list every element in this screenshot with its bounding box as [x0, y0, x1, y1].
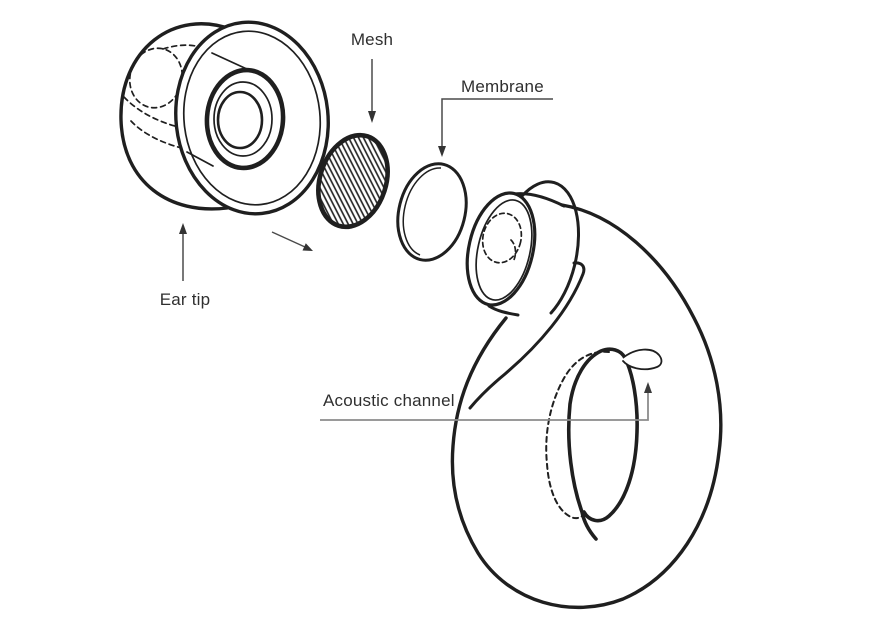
- stem-hidden-channel: [481, 212, 523, 264]
- torus-inner-ring: [566, 347, 639, 541]
- ear-tip-nozzle-hole: [216, 90, 264, 150]
- stem-bottom-edge: [487, 304, 520, 317]
- acoustic-channel-nub: [622, 348, 663, 371]
- acoustic-channel-callout-arrow: [320, 382, 652, 421]
- mesh-label: Mesh: [351, 30, 393, 49]
- membrane-label: Membrane: [461, 77, 544, 96]
- acoustic-channel-label: Acoustic channel: [323, 391, 455, 410]
- callouts: Mesh Membrane Ear tip: [160, 30, 652, 421]
- membrane-thickness-line: [402, 167, 442, 256]
- membrane-disc: [396, 162, 468, 262]
- membrane-callout-arrow: [438, 98, 553, 157]
- torus-inner-ring-dashed: [545, 350, 610, 520]
- ear-tip-nozzle-middle: [213, 81, 273, 157]
- ear-tip-funnel-lines: [186, 52, 250, 167]
- torus-outline: [450, 203, 723, 610]
- stem-front-rim-inner: [475, 199, 533, 301]
- stem-back-rim: [520, 180, 581, 315]
- ear-tip-label: Ear tip: [160, 290, 211, 309]
- ear-tip-callout-arrow: [179, 223, 187, 281]
- explode-direction-arrow: [271, 231, 313, 251]
- torus-fold-curve: [468, 261, 586, 410]
- ear-tip-rim-inner: [182, 30, 322, 206]
- mesh-disc: [316, 132, 390, 230]
- mesh-callout-arrow: [368, 59, 376, 123]
- ear-tip-drawing: [119, 20, 330, 216]
- earplug-body: [450, 180, 723, 610]
